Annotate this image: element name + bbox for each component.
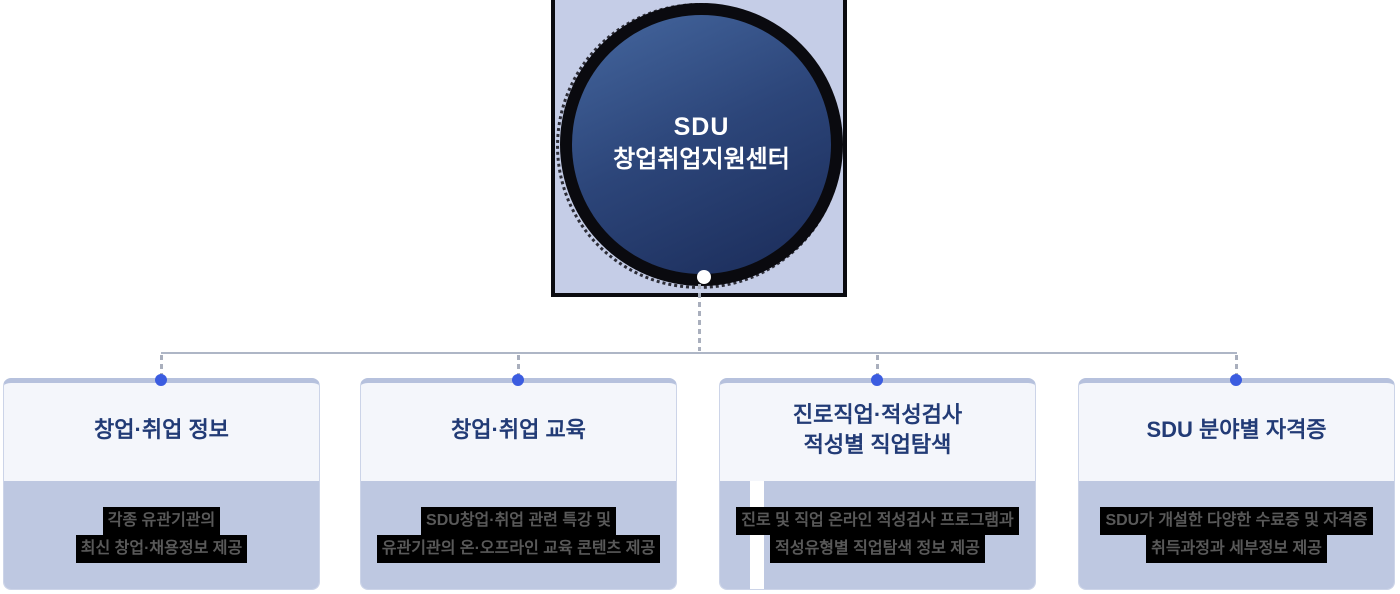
text-highlight-line: 최신 창업·채용정보 제공 [75,535,248,563]
branch-dot-2 [512,374,524,386]
branch-card-certificates: SDU 분야별 자격증 SDU가 개설한 다양한 수료증 및 자격증 취득과정과… [1078,378,1395,590]
branch-title: 창업·취업 정보 [94,416,229,442]
text-highlight-line: 각종 유관기관의 [102,507,221,535]
branch-card-education: 창업·취업 교육 SDU창업·취업 관련 특강 및 유관기관의 온·오프라인 교… [360,378,677,590]
text-highlight-line: SDU창업·취업 관련 특강 및 [421,507,616,535]
body-stripe [750,481,764,589]
center-drop-line [698,284,701,351]
rail-stub-2 [517,355,520,377]
branch-dot-1 [155,374,167,386]
branch-title: 창업·취업 교육 [451,416,586,442]
text-highlight-line: 유관기관의 온·오프라인 교육 콘텐츠 제공 [376,535,661,563]
branch-dot-3 [871,374,883,386]
branch-card-body: 각종 유관기관의 최신 창업·채용정보 제공 [4,481,319,589]
branch-card-header: 창업·취업 교육 [361,383,676,476]
branch-card-body: 진로 및 직업 온라인 적성검사 프로그램과 적성유형별 직업탐색 정보 제공 [720,481,1035,589]
center-title: SDU [673,112,730,141]
text-highlight-line: 취득과정과 세부정보 제공 [1146,535,1327,563]
text-highlight-line: SDU가 개설한 다양한 수료증 및 자격증 [1100,507,1373,535]
branch-card-info: 창업·취업 정보 각종 유관기관의 최신 창업·채용정보 제공 [3,378,320,590]
branch-card-header: SDU 분야별 자격증 [1079,383,1394,476]
text-highlight-line: 진로 및 직업 온라인 적성검사 프로그램과 [736,507,1019,535]
rail-stub-3 [876,355,879,377]
center-circle-face: SDU 창업취업지원센터 [572,15,831,274]
connector-origin-dot [697,270,711,284]
text-highlight-line: 적성유형별 직업탐색 정보 제공 [770,535,985,563]
branch-dot-4 [1230,374,1242,386]
branch-title: SDU 분야별 자격증 [1146,416,1327,442]
hero-square: SDU 창업취업지원센터 [551,0,847,297]
branch-title: 진로직업·적성검사 적성별 직업탐색 [792,401,963,457]
branch-card-header: 진로직업·적성검사 적성별 직업탐색 [720,383,1035,476]
center-circle: SDU 창업취업지원센터 [560,3,843,286]
center-subtitle: 창업취업지원센터 [613,145,790,173]
branch-card-aptitude: 진로직업·적성검사 적성별 직업탐색 진로 및 직업 온라인 적성검사 프로그램… [719,378,1036,590]
branch-rail [161,352,1237,354]
branch-card-body: SDU창업·취업 관련 특강 및 유관기관의 온·오프라인 교육 콘텐츠 제공 [361,481,676,589]
rail-stub-4 [1235,355,1238,377]
rail-stub-1 [160,355,163,377]
branch-card-body: SDU가 개설한 다양한 수료증 및 자격증 취득과정과 세부정보 제공 [1079,481,1394,589]
branch-card-header: 창업·취업 정보 [4,383,319,476]
